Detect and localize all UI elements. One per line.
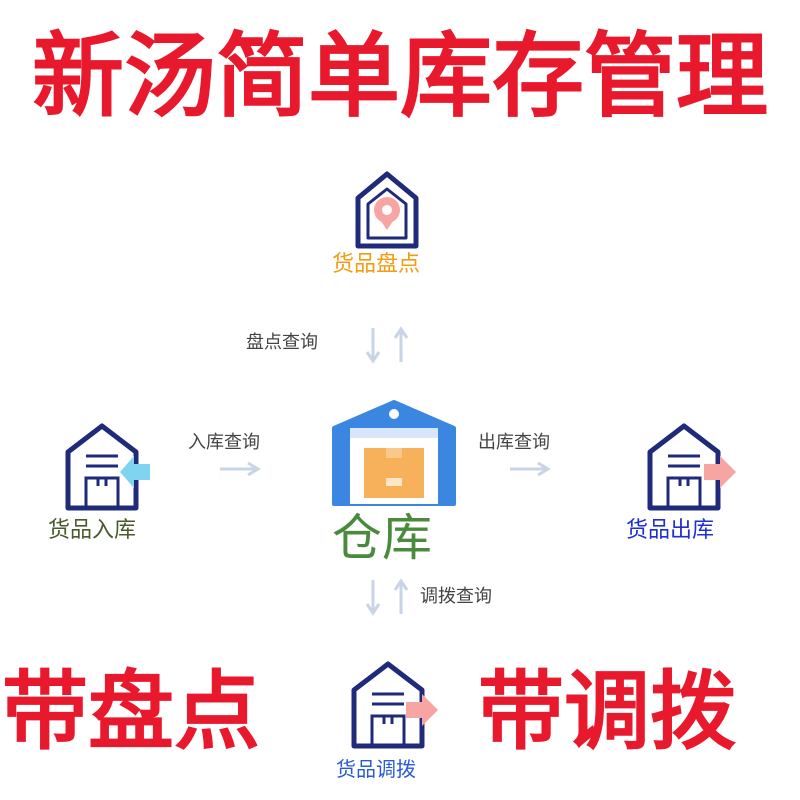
outbound-query-label: 出库查询 bbox=[478, 432, 550, 453]
slogan-stocktake: 带盘点 bbox=[2, 662, 260, 762]
up-arrow-icon bbox=[393, 578, 409, 614]
stocktake-label: 货品盘点 bbox=[332, 252, 421, 277]
stocktake-warehouse-icon bbox=[355, 171, 419, 249]
up-arrow-icon bbox=[393, 326, 409, 362]
transfer-label: 货品调拨 bbox=[336, 757, 416, 781]
stocktake-query-label: 盘点查询 bbox=[246, 332, 318, 353]
right-arrow-icon bbox=[510, 461, 551, 477]
page-title: 新汤简单库存管理 bbox=[31, 23, 768, 130]
outbound-warehouse-icon bbox=[647, 423, 736, 511]
warehouse-label: 仓库 bbox=[332, 509, 432, 567]
slogan-transfer: 带调拨 bbox=[478, 662, 736, 762]
right-arrow-icon bbox=[220, 461, 261, 477]
down-arrow-icon bbox=[365, 580, 381, 616]
transfer-query-label: 调拨查询 bbox=[420, 586, 492, 607]
warehouse-icon bbox=[332, 400, 456, 506]
inbound-warehouse-icon bbox=[65, 423, 150, 511]
transfer-warehouse-icon bbox=[351, 661, 438, 749]
outbound-label: 货品出库 bbox=[626, 518, 715, 543]
down-arrow-icon bbox=[365, 328, 381, 364]
inbound-query-label: 入库查询 bbox=[188, 432, 260, 453]
inbound-label: 货品入库 bbox=[48, 518, 137, 543]
